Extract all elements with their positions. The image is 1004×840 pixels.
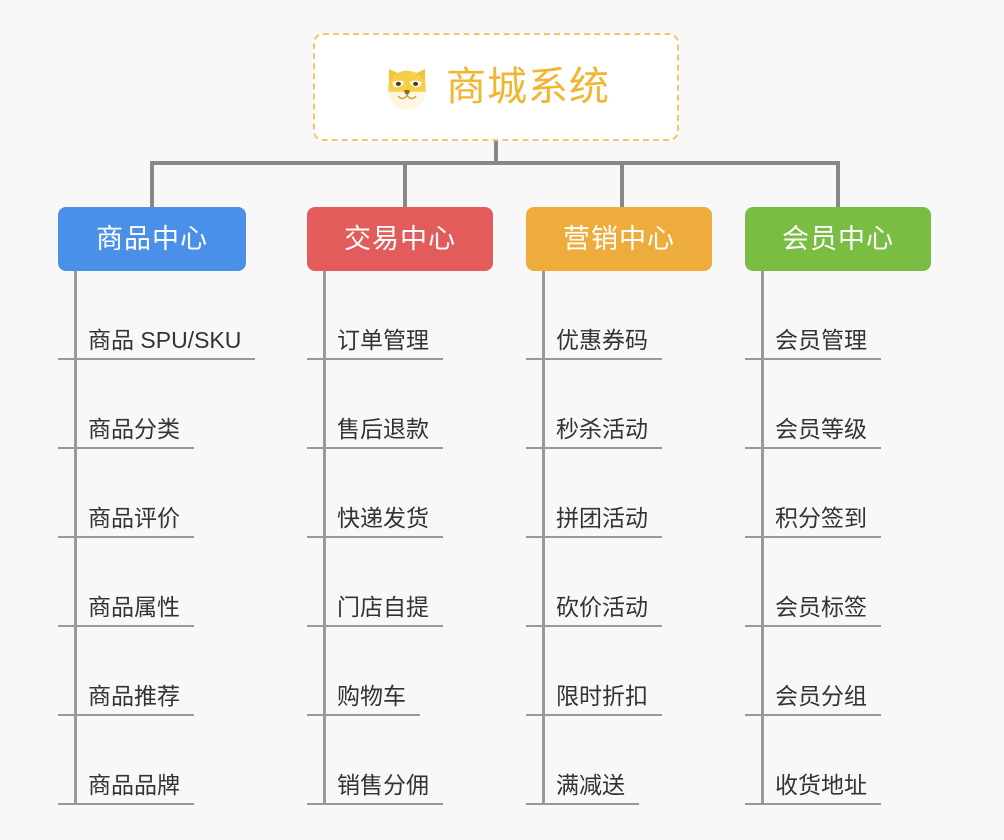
- list-item[interactable]: 砍价活动: [526, 538, 712, 627]
- category-column-4: 会员中心 会员管理 会员等级 积分签到 会员标签 会员分组 收货地址: [745, 207, 931, 805]
- list-item[interactable]: 积分签到: [745, 449, 931, 538]
- trunk-line-1: [74, 271, 77, 805]
- list-item[interactable]: 限时折扣: [526, 627, 712, 716]
- list-item[interactable]: 满减送: [526, 716, 712, 805]
- list-item[interactable]: 会员标签: [745, 538, 931, 627]
- list-item-label: 积分签到: [745, 505, 881, 538]
- list-item-label: 会员分组: [745, 683, 881, 716]
- list-item[interactable]: 收货地址: [745, 716, 931, 805]
- category-header-label: 商品中心: [96, 223, 208, 254]
- list-item[interactable]: 会员分组: [745, 627, 931, 716]
- list-item[interactable]: 商品分类: [58, 360, 255, 449]
- list-item[interactable]: 会员管理: [745, 271, 931, 360]
- list-item-label: 商品评价: [58, 505, 194, 538]
- list-item-label: 快递发货: [307, 505, 443, 538]
- category-items-2: 订单管理 售后退款 快递发货 门店自提 购物车 销售分佣: [307, 271, 493, 805]
- list-item-label: 购物车: [307, 683, 420, 716]
- list-item[interactable]: 会员等级: [745, 360, 931, 449]
- list-item-label: 收货地址: [745, 772, 881, 805]
- list-item-label: 商品分类: [58, 416, 194, 449]
- list-item-label: 商品品牌: [58, 772, 194, 805]
- list-item-label: 限时折扣: [526, 683, 662, 716]
- category-column-1: 商品中心 商品 SPU/SKU 商品分类 商品评价 商品属性 商品推荐 商品品牌: [58, 207, 256, 805]
- list-item[interactable]: 商品评价: [58, 449, 255, 538]
- list-item[interactable]: 商品推荐: [58, 627, 255, 716]
- connector-root-stem: [494, 141, 498, 165]
- list-item-label: 销售分佣: [307, 772, 443, 805]
- list-item[interactable]: 商品品牌: [58, 716, 255, 805]
- list-item[interactable]: 购物车: [307, 627, 493, 716]
- list-item-label: 优惠券码: [526, 327, 662, 360]
- list-item[interactable]: 售后退款: [307, 360, 493, 449]
- list-item[interactable]: 门店自提: [307, 538, 493, 627]
- list-item-label: 拼团活动: [526, 505, 662, 538]
- category-column-3: 营销中心 优惠券码 秒杀活动 拼团活动 砍价活动 限时折扣 满减送: [526, 207, 712, 805]
- list-item-label: 秒杀活动: [526, 416, 662, 449]
- list-item-label: 门店自提: [307, 594, 443, 627]
- root-node[interactable]: 商城系统: [313, 33, 679, 141]
- list-item-label: 售后退款: [307, 416, 443, 449]
- list-item-label: 会员管理: [745, 327, 881, 360]
- list-item[interactable]: 秒杀活动: [526, 360, 712, 449]
- list-item[interactable]: 优惠券码: [526, 271, 712, 360]
- list-item[interactable]: 销售分佣: [307, 716, 493, 805]
- category-header-2[interactable]: 交易中心: [307, 207, 493, 271]
- category-header-label: 会员中心: [782, 223, 894, 254]
- list-item[interactable]: 商品属性: [58, 538, 255, 627]
- trunk-line-3: [542, 271, 545, 805]
- connector-drop-2: [403, 161, 407, 209]
- list-item-label: 砍价活动: [526, 594, 662, 627]
- list-item-label: 会员等级: [745, 416, 881, 449]
- list-item[interactable]: 订单管理: [307, 271, 493, 360]
- connector-horizontal-bus: [150, 161, 840, 165]
- dog-face-icon: [382, 62, 432, 112]
- list-item[interactable]: 快递发货: [307, 449, 493, 538]
- category-header-3[interactable]: 营销中心: [526, 207, 712, 271]
- category-items-3: 优惠券码 秒杀活动 拼团活动 砍价活动 限时折扣 满减送: [526, 271, 712, 805]
- category-items-1: 商品 SPU/SKU 商品分类 商品评价 商品属性 商品推荐 商品品牌: [58, 271, 256, 805]
- category-header-label: 交易中心: [344, 223, 456, 254]
- category-header-label: 营销中心: [563, 223, 675, 254]
- list-item[interactable]: 商品 SPU/SKU: [58, 271, 256, 360]
- list-item-label: 商品推荐: [58, 683, 194, 716]
- category-header-1[interactable]: 商品中心: [58, 207, 246, 271]
- category-header-4[interactable]: 会员中心: [745, 207, 931, 271]
- root-title: 商城系统: [446, 65, 610, 109]
- trunk-line-2: [323, 271, 326, 805]
- list-item-label: 会员标签: [745, 594, 881, 627]
- category-column-2: 交易中心 订单管理 售后退款 快递发货 门店自提 购物车 销售分佣: [307, 207, 493, 805]
- list-item-label: 商品属性: [58, 594, 194, 627]
- category-items-4: 会员管理 会员等级 积分签到 会员标签 会员分组 收货地址: [745, 271, 931, 805]
- list-item-label: 满减送: [526, 772, 639, 805]
- list-item-label: 订单管理: [307, 327, 443, 360]
- connector-drop-3: [620, 161, 624, 209]
- trunk-line-4: [761, 271, 764, 805]
- connector-drop-4: [836, 161, 840, 209]
- list-item-label: 商品 SPU/SKU: [58, 327, 256, 360]
- list-item[interactable]: 拼团活动: [526, 449, 712, 538]
- connector-drop-1: [150, 161, 154, 209]
